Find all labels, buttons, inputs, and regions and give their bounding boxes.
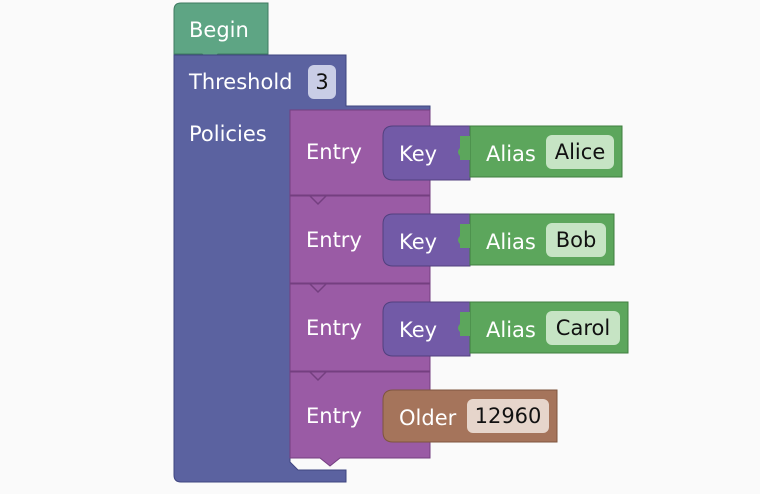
entry-notch xyxy=(309,283,327,294)
key-block-1[interactable] xyxy=(382,125,471,181)
threshold-label: Threshold xyxy=(189,70,293,94)
alias-value-field[interactable]: Carol xyxy=(546,311,620,345)
alias-connector-tab xyxy=(458,224,470,248)
entry-label: Entry xyxy=(306,140,362,164)
alias-value-field[interactable]: Bob xyxy=(546,223,606,257)
entry-label: Entry xyxy=(306,228,362,252)
begin-label: Begin xyxy=(189,18,249,42)
alias-connector-tab xyxy=(458,312,470,336)
older-value-field[interactable]: 12960 xyxy=(467,399,549,433)
key-block-2[interactable] xyxy=(382,213,471,267)
alias-connector-tab xyxy=(458,136,470,160)
key-block-3[interactable] xyxy=(382,301,471,357)
entry-notch xyxy=(309,371,327,382)
alias-label: Alias xyxy=(486,230,536,254)
key-label: Key xyxy=(399,142,438,166)
entry-label: Entry xyxy=(306,316,362,340)
policies-label: Policies xyxy=(189,122,267,146)
policy-container-block[interactable] xyxy=(173,54,431,483)
older-label: Older xyxy=(399,406,457,430)
key-label: Key xyxy=(399,230,438,254)
entry-notch xyxy=(309,195,327,206)
entry-label: Entry xyxy=(306,404,362,428)
key-label: Key xyxy=(399,318,438,342)
alias-label: Alias xyxy=(486,318,536,342)
alias-label: Alias xyxy=(486,142,536,166)
threshold-value-field[interactable]: 3 xyxy=(308,65,336,99)
alias-value-field[interactable]: Alice xyxy=(546,135,614,169)
